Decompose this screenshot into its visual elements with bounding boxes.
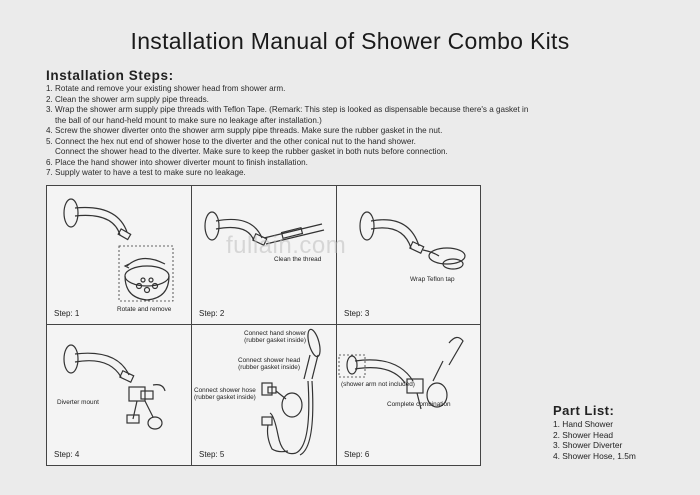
step-line: 1. Rotate and remove your existing showe… [46,84,286,93]
step-3-panel: Wrap Teflon tap Step: 3 [337,186,480,325]
step-line: Connect the shower head to the diverter.… [55,147,448,156]
page-title: Installation Manual of Shower Combo Kits [130,28,570,54]
step-6-caption-complete: Complete combination [387,401,451,408]
steps-illustration-grid: Rotate and remove Step: 1 Clean the thre… [46,185,481,466]
step-line: 6. Place the hand shower into shower div… [46,157,308,167]
step-1-caption: Rotate and remove [117,306,172,313]
parts-heading: Part List: [553,403,615,418]
step-5-label: Step: 5 [199,450,225,459]
step-5-illustration [261,328,321,456]
step-2-label: Step: 2 [199,309,225,318]
step-2-illustration [204,211,325,246]
step-6-caption-arm: (shower arm not included) [341,381,415,388]
step-5-panel: Connect hand shower (rubber gasket insid… [192,325,337,465]
step-6-illustration [338,336,464,410]
step-3-label: Step: 3 [344,309,370,318]
part-item: 1. Hand Shower [553,419,614,429]
step-1-panel: Rotate and remove Step: 1 [47,186,192,325]
step-line: 3. Wrap the shower arm supply pipe threa… [46,105,529,114]
part-item: 2. Shower Head [553,429,614,440]
step-4-label: Step: 4 [54,450,80,459]
step-5-caption-shower-hose: Connect shower hose (rubber gasket insid… [194,387,256,401]
step-line: the ball of our hand-held mount to make … [55,115,322,125]
steps-heading: Installation Steps: [46,68,174,83]
steps-list: 1. Rotate and remove your existing showe… [46,84,666,179]
step-1-illustration [63,198,174,302]
parts-list: 1. Hand Shower 2. Shower Head 3. Shower … [553,419,636,461]
step-3-caption: Wrap Teflon tap [410,276,455,283]
step-4-illustration [63,344,166,430]
step-4-panel: Diverter mount Step: 4 [47,325,192,465]
step-6-panel: (shower arm not included) Complete combi… [337,325,480,465]
step-line: 7. Supply water to have a test to make s… [46,168,246,177]
step-2-caption: Clean the thread [274,256,322,263]
part-item: 4. Shower Hose, 1.5m [553,450,636,461]
step-line: 5. Connect the hex nut end of shower hos… [46,136,416,146]
step-1-label: Step: 1 [54,309,80,318]
step-line: 4. Screw the shower diverter onto the sh… [46,126,443,135]
step-5-caption-hand-shower: Connect hand shower (rubber gasket insid… [244,330,307,344]
step-6-label: Step: 6 [344,450,370,459]
part-item: 3. Shower Diverter [553,440,623,451]
step-3-illustration [359,211,466,270]
step-5-caption-shower-head: Connect shower head (rubber gasket insid… [238,357,301,371]
step-2-panel: Clean the thread Step: 2 [192,186,337,325]
step-line: 2. Clean the shower arm supply pipe thre… [46,94,209,104]
step-4-caption: Diverter mount [57,399,99,406]
